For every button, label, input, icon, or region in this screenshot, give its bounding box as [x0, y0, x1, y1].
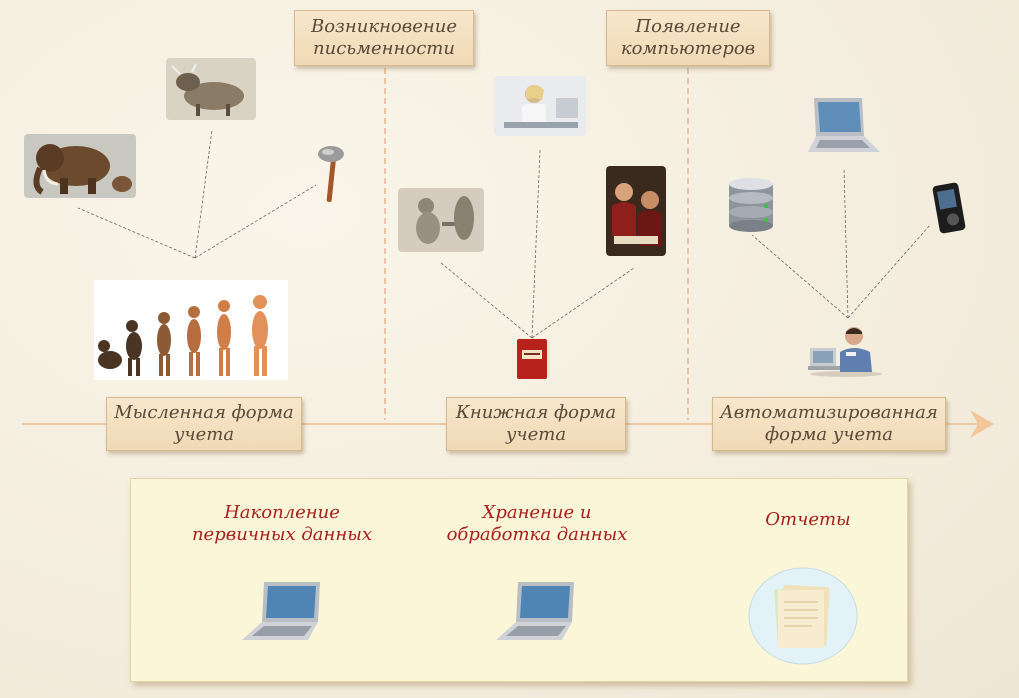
- milestone-writing: Возникновение письменности: [294, 10, 474, 66]
- laptop-icon: [496, 582, 574, 640]
- cow-icon: [166, 58, 256, 120]
- laptop-icon: [808, 98, 880, 152]
- evolution-icon: [94, 280, 288, 380]
- laptop-icon: [242, 582, 320, 640]
- scribe-icon: [398, 188, 484, 252]
- era-auto: Автоматизированная форма учета: [712, 397, 946, 451]
- step-reports-label: Отчеты: [765, 509, 851, 530]
- medieval-scholars-icon: [606, 166, 666, 256]
- database-icon: [729, 178, 773, 232]
- era-mental: Мысленная форма учета: [106, 397, 302, 451]
- mp3-player-icon: [932, 182, 966, 234]
- man-at-computer-icon: [808, 327, 882, 377]
- milestone-computers: Появление компьютеров: [606, 10, 770, 66]
- ledger-book-icon: [517, 339, 550, 379]
- woman-at-desk-icon: [494, 76, 586, 136]
- mammoth-icon: [24, 134, 136, 198]
- era-book: Книжная форма учета: [446, 397, 626, 451]
- stone-axe-icon: [318, 146, 344, 202]
- step-storage-label: Хранение и обработка данных: [446, 502, 628, 545]
- documents-icon: [748, 567, 858, 665]
- step-accumulation-label: Накопление первичных данных: [191, 502, 373, 545]
